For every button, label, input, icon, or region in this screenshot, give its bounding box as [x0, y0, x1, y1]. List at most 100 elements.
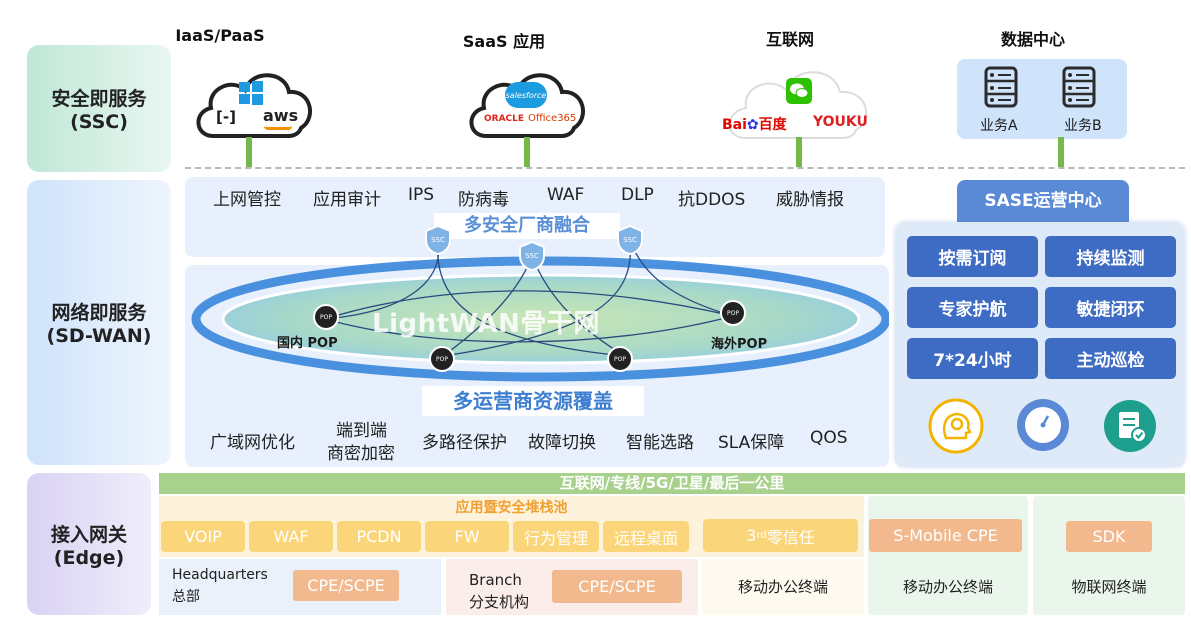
salesforce-logo-text: salesforce — [505, 90, 547, 100]
sase-inspection-button[interactable]: 主动巡检 — [1045, 338, 1176, 379]
feature-multipath: 多路径保护 — [422, 433, 507, 453]
mobile-terminal-label-1: 移动办公终端 — [737, 578, 828, 596]
backbone-title: LightWAN骨干网 — [372, 309, 600, 339]
sase-closed-loop-button[interactable]: 敏捷闭环 — [1045, 287, 1176, 328]
pool-item-remote-desktop[interactable]: 远程桌面 — [603, 521, 689, 552]
row-label-ssc-line1: 安全即服务 — [51, 88, 147, 110]
ssc-shield-label-right: SSC — [623, 236, 637, 244]
oracle-logo: ORACLE — [484, 114, 525, 124]
pop-node-bottom-right: POP — [607, 346, 633, 372]
pop-label-domestic: 国内 POP — [277, 336, 338, 351]
row-label-sdwan: 网络即服务 (SD-WAN) — [27, 180, 171, 465]
sase-expert-button[interactable]: 专家护航 — [907, 287, 1038, 328]
iot-box — [1033, 496, 1185, 615]
mobile-terminal-box-1 — [702, 559, 864, 615]
pop-node-overseas: POP — [720, 300, 746, 326]
salesforce-logo: salesforce — [505, 82, 547, 108]
connector-pole-iaas — [246, 137, 252, 167]
cloud-iaas — [196, 73, 312, 138]
pool-item-waf[interactable]: WAF — [249, 521, 333, 552]
pool-item-behavior-mgmt[interactable]: 行为管理 — [513, 521, 599, 552]
sase-on-demand-button[interactable]: 按需订阅 — [907, 236, 1038, 277]
ssc-shield-icon-center — [519, 241, 545, 271]
iot-terminal-label: 物联网终端 — [1071, 578, 1147, 596]
server-icon-b — [1062, 66, 1096, 108]
row-label-edge-line2: (Edge) — [53, 546, 125, 569]
connector-pole-saas — [524, 137, 530, 167]
layer-separator — [185, 167, 1185, 169]
multi-carrier-label: 多运营商资源覆盖 — [422, 386, 644, 416]
baidu-logo-en: Bai — [722, 117, 747, 133]
pool-item-pcdn[interactable]: PCDN — [337, 521, 421, 552]
backbone-diagram — [191, 239, 889, 382]
category-title-saas: SaaS 应用 — [462, 32, 546, 51]
branch-label-cn: 分支机构 — [469, 593, 530, 611]
feature-ips: IPS — [408, 185, 435, 205]
feature-web-control: 上网管控 — [213, 190, 281, 210]
pop-node-domestic: POP — [313, 304, 339, 330]
youku-logo: YOUKU — [813, 114, 868, 130]
feature-dlp: DLP — [621, 185, 654, 205]
feature-wan-optimization: 广域网优化 — [210, 433, 295, 453]
hq-label-en: Headquarters — [172, 567, 268, 583]
cloud-internet — [728, 71, 868, 139]
ssc-shield-icon-right — [617, 225, 643, 255]
row-label-ssc: 安全即服务 (SSC) — [27, 45, 171, 172]
row-label-sdwan-line2: (SD-WAN) — [46, 325, 152, 347]
row-label-ssc-line2: (SSC) — [70, 111, 128, 133]
s-mobile-box — [868, 496, 1028, 615]
server-icon-a — [984, 66, 1018, 108]
feature-threat-intel: 威胁情报 — [776, 190, 844, 210]
feature-app-audit: 应用审计 — [313, 190, 381, 210]
aws-logo: aws — [263, 106, 299, 125]
pool-item-voip[interactable]: VOIP — [161, 521, 245, 552]
multi-vendor-label: 多安全厂商融合 — [434, 213, 620, 239]
zero-trust-suffix: 零信任 — [766, 527, 815, 547]
server-label-b: 业务B — [1064, 118, 1102, 134]
sase-24x7-button[interactable]: 7*24小时 — [907, 338, 1038, 379]
document-check-icon — [1104, 400, 1156, 452]
category-title-iaas: IaaS/PaaS — [175, 26, 265, 45]
baidu-paw-icon: ✿ — [746, 117, 759, 133]
gauge-icon — [1017, 399, 1069, 451]
sase-monitoring-button[interactable]: 持续监测 — [1045, 236, 1176, 277]
brain-gear-icon — [928, 398, 984, 454]
server-label-a: 业务A — [980, 118, 1018, 134]
pool-item-fw[interactable]: FW — [425, 521, 509, 552]
feature-end-to-end: 端到端 — [336, 421, 387, 441]
office365-logo: Office365 — [528, 113, 577, 124]
pop-label-overseas: 海外POP — [711, 337, 768, 352]
feature-crypto: 商密加密 — [327, 444, 395, 464]
category-title-datacenter: 数据中心 — [1000, 30, 1065, 49]
sase-center-title: SASE运营中心 — [957, 180, 1129, 222]
s-mobile-cpe-device[interactable]: S-Mobile CPE — [869, 519, 1022, 552]
ssc-shield-label-left: SSC — [431, 236, 445, 244]
access-bar: 互联网/专线/5G/卫星/最后一公里 — [159, 473, 1185, 494]
pop-node-bottom-left: POP — [429, 346, 455, 372]
connector-pole-internet — [796, 137, 802, 167]
sdk-device[interactable]: SDK — [1066, 521, 1152, 552]
hq-cpe-device[interactable]: CPE/SCPE — [293, 570, 399, 601]
pop-node-bottom-left-glyph: POP — [436, 355, 448, 363]
branch-cpe-device[interactable]: CPE/SCPE — [552, 570, 682, 603]
wechat-icon — [786, 78, 812, 104]
connector-pole-datacenter — [1058, 137, 1064, 167]
feature-anti-ddos: 抗DDOS — [678, 190, 746, 210]
pool-title: 应用暨安全堆栈池 — [455, 500, 568, 516]
feature-antivirus: 防病毒 — [458, 190, 509, 210]
branch-label-en: Branch — [469, 571, 522, 589]
row-label-sdwan-line1: 网络即服务 — [51, 302, 147, 324]
feature-waf: WAF — [547, 185, 585, 205]
mobile-terminal-label-2: 移动办公终端 — [902, 578, 993, 596]
feature-sla: SLA保障 — [718, 433, 785, 453]
row-label-edge-line1: 接入网关 — [50, 523, 127, 546]
hq-label-cn: 总部 — [172, 589, 200, 605]
zero-trust-prefix: 3 — [746, 526, 757, 545]
category-title-internet: 互联网 — [765, 30, 814, 49]
zero-trust-sup: rd — [756, 530, 767, 541]
feature-qos: QOS — [810, 428, 848, 448]
pop-node-domestic-glyph: POP — [320, 313, 332, 321]
pop-node-overseas-glyph: POP — [727, 309, 739, 317]
feature-failover: 故障切换 — [528, 433, 596, 453]
